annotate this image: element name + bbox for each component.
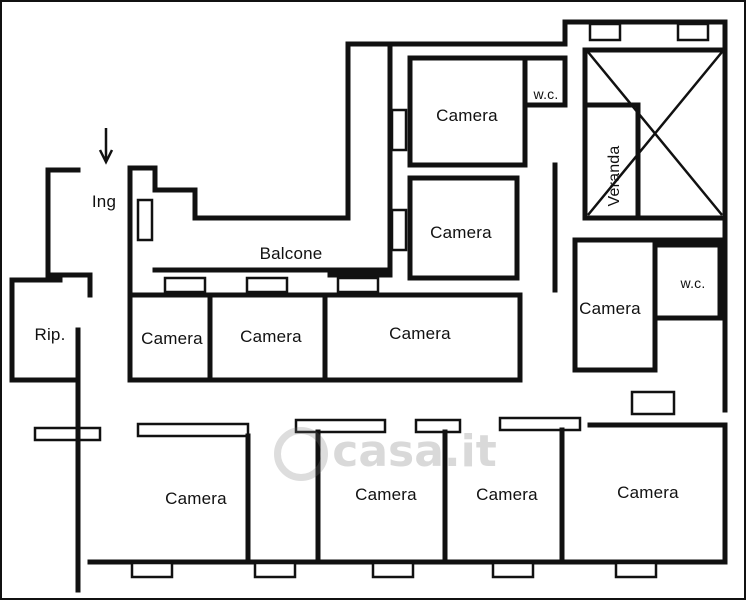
wall-rip	[9, 277, 81, 383]
label-balcone: Balcone	[259, 244, 323, 263]
wall-veranda-box	[582, 102, 641, 221]
window-8	[371, 561, 415, 579]
window-3	[163, 276, 207, 294]
window-1	[588, 22, 622, 42]
wall-top-camera	[407, 55, 528, 168]
wall-entrance	[45, 167, 93, 298]
window-6	[130, 561, 174, 579]
wall-veranda	[582, 47, 728, 221]
window-10	[614, 561, 658, 579]
veranda-cross	[587, 51, 723, 216]
watermark-text: casa.it	[332, 426, 497, 477]
label-entrance: Ing	[91, 192, 117, 211]
label-camera-right-mid: Camera	[579, 299, 641, 318]
wall-mid-row-bottom	[127, 292, 523, 383]
label-camera-left-mid: Camera	[240, 327, 302, 346]
corridor-stub-4	[498, 416, 582, 432]
label-veranda: Veranda	[606, 145, 623, 207]
watermark-ring-icon	[274, 427, 329, 481]
label-camera-top-center: Camera	[436, 106, 498, 125]
window-13	[136, 198, 154, 242]
window-12	[390, 208, 408, 252]
window-2	[676, 22, 710, 42]
label-camera-bottom-center1: Camera	[355, 485, 417, 504]
corridor-stub-3	[414, 418, 462, 434]
window-7	[253, 561, 297, 579]
wall-camera-mid	[407, 175, 520, 281]
wall-wc-right	[657, 242, 723, 321]
window-5	[336, 276, 380, 294]
wall-wc-top	[522, 55, 568, 108]
window-4	[245, 276, 289, 294]
watermark-logo: casa.it	[268, 420, 503, 484]
wall-right-column	[552, 162, 728, 413]
wall-inner-column	[327, 41, 393, 278]
corridor-stub-left	[33, 426, 102, 442]
wall-balcony-column	[127, 41, 351, 383]
label-camera-big-bottom-left: Camera	[165, 489, 227, 508]
stair-block	[630, 390, 676, 416]
corridor-stub-mid	[136, 422, 250, 438]
label-camera-center-mid: Camera	[389, 324, 451, 343]
label-wc-top: w.c.	[533, 86, 559, 102]
label-camera-bottom-center2: Camera	[476, 485, 538, 504]
label-wc-right: w.c.	[680, 275, 706, 291]
window-11	[390, 108, 408, 152]
label-camera-mid-center: Camera	[430, 223, 492, 242]
window-9	[491, 561, 535, 579]
wall-right-camera	[572, 237, 658, 373]
label-rip: Rip.	[34, 325, 66, 344]
label-camera-small-left: Camera	[141, 329, 203, 348]
label-camera-bottom-right: Camera	[617, 483, 679, 502]
entrance-arrow	[98, 128, 114, 165]
